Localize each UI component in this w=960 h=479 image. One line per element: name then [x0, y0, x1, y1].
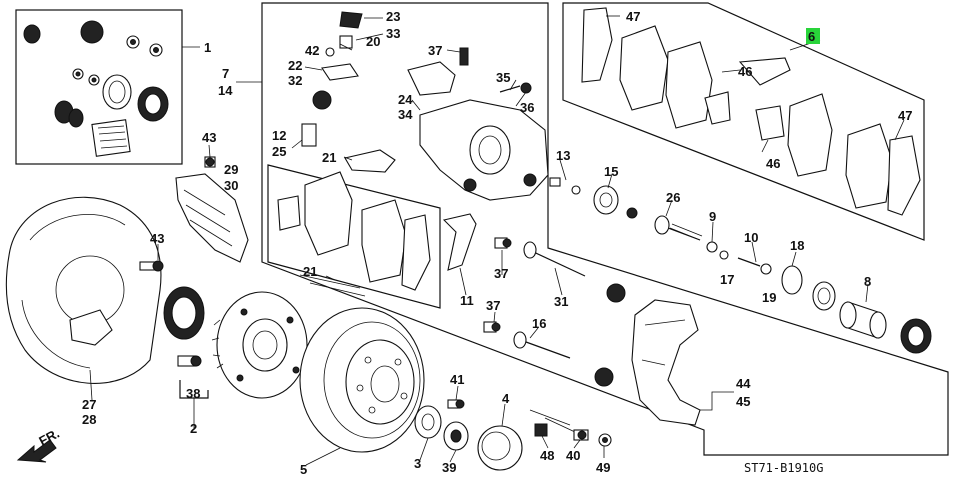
adjuster-parts: [654, 215, 803, 295]
backing-plate: [175, 156, 249, 263]
frame-caliper-assembly: [261, 2, 949, 456]
callout-33: 33: [386, 26, 400, 41]
small-hardware-top: [301, 11, 532, 147]
shim-21-top: [344, 149, 396, 173]
caliper-body: [407, 61, 561, 201]
callout-47-top: 47: [626, 9, 640, 24]
callout-29: 29: [224, 162, 238, 177]
callout-49: 49: [596, 460, 610, 475]
callout-39: 39: [442, 460, 456, 475]
brake-rotor: [299, 307, 425, 453]
callout-15: 15: [604, 164, 618, 179]
caliper-bracket: [631, 299, 701, 426]
callout-13: 13: [556, 148, 570, 163]
callout-21-bottom: 21: [303, 264, 317, 279]
frame-seal-kit: [15, 9, 183, 165]
callout-43-left: 43: [150, 231, 164, 246]
callout-9: 9: [709, 209, 716, 224]
callout-18: 18: [790, 238, 804, 253]
callout-26: 26: [666, 190, 680, 205]
callout-24: 24: [398, 92, 413, 107]
callout-23: 23: [386, 9, 400, 24]
callout-38: 38: [186, 386, 200, 401]
callout-36: 36: [520, 100, 534, 115]
callout-17: 17: [720, 272, 734, 287]
callout-40: 40: [566, 448, 580, 463]
callout-44: 44: [736, 376, 751, 391]
callout-43-top: 43: [202, 130, 216, 145]
seal-kit-parts: [23, 20, 169, 157]
callout-12: 12: [272, 128, 286, 143]
callout-8: 8: [864, 274, 871, 289]
bolts-48-40-49: [529, 409, 612, 447]
callout-31: 31: [554, 294, 568, 309]
pad-set-parts: [581, 7, 921, 216]
callout-4: 4: [502, 391, 510, 406]
callout-14: 14: [218, 83, 233, 98]
callout-3: 3: [414, 456, 421, 471]
callout-25: 25: [272, 144, 286, 159]
callout-6-highlight: [806, 28, 820, 44]
callout-45: 45: [736, 394, 750, 409]
callout-1: 1: [204, 40, 211, 55]
callout-37-top: 37: [428, 43, 442, 58]
hub-bearing: [163, 286, 308, 399]
callout-41: 41: [450, 372, 464, 387]
callout-20: 20: [366, 34, 380, 49]
piston-and-seals: [812, 281, 932, 354]
callout-22: 22: [288, 58, 302, 73]
callout-7: 7: [222, 66, 229, 81]
callout-11: 11: [460, 293, 474, 308]
callout-34: 34: [398, 107, 413, 122]
guide-pins: [442, 213, 626, 387]
callout-46-bottom: 46: [766, 156, 780, 171]
front-arrow-icon: [16, 439, 57, 463]
pads-subset: [277, 171, 431, 297]
callout-16: 16: [532, 316, 546, 331]
sleeve-15: [571, 185, 638, 219]
callout-37-low: 37: [486, 298, 500, 313]
callout-42: 42: [305, 43, 319, 58]
callout-21-top: 21: [322, 150, 336, 165]
callout-48: 48: [540, 448, 554, 463]
bolt-43-left: [139, 260, 164, 272]
diagram-code: ST71-B1910G: [744, 461, 823, 475]
callout-19: 19: [762, 290, 776, 305]
callout-37-mid: 37: [494, 266, 508, 281]
callout-labels: 1 7 14 23 33 20 42 22 32 37 35 36 24 34 …: [82, 9, 912, 477]
callout-10: 10: [744, 230, 758, 245]
callout-47-right: 47: [898, 108, 912, 123]
callout-35: 35: [496, 70, 510, 85]
frame-pad-subset: [267, 164, 441, 309]
callout-6: 6: [808, 29, 815, 44]
splash-shield: [5, 196, 162, 384]
callout-5: 5: [300, 462, 307, 477]
callout-46-top: 46: [738, 64, 752, 79]
front-label: FR.: [36, 426, 62, 449]
callout-28: 28: [82, 412, 96, 427]
frame-pad-set: [562, 2, 925, 241]
callout-2: 2: [190, 421, 197, 436]
callout-32: 32: [288, 73, 302, 88]
callout-27: 27: [82, 397, 96, 412]
callout-30: 30: [224, 178, 238, 193]
hub-nut-parts: [414, 399, 523, 471]
